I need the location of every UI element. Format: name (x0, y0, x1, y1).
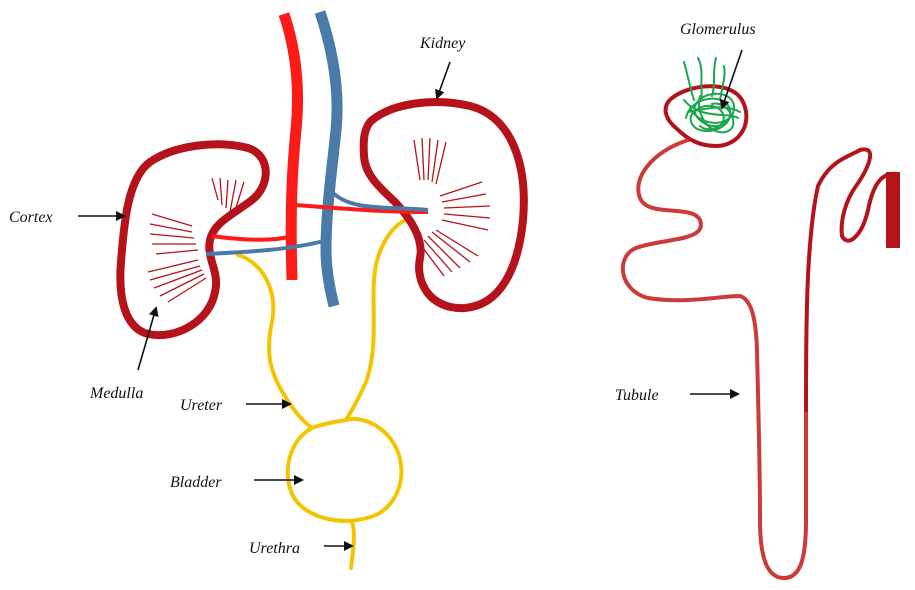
kidney-arrow (437, 62, 450, 98)
urethra-label: Urethra (249, 540, 300, 557)
urethra (351, 522, 354, 568)
glomerulus-label: Glomerulus (680, 21, 756, 38)
bladder (288, 419, 402, 521)
aorta (284, 14, 298, 280)
glomerulus-capillaries (684, 58, 740, 132)
left-ureter (238, 255, 312, 428)
tubule-label: Tubule (615, 387, 659, 404)
collecting-duct-terminus (886, 172, 900, 248)
bladder-label: Bladder (170, 474, 222, 491)
vena-cava (320, 12, 337, 306)
medulla-label: Medulla (89, 385, 143, 402)
blood-vessels (206, 12, 428, 306)
ureter-label: Ureter (180, 397, 223, 414)
cortex-label: Cortex (9, 209, 53, 226)
left-renal-artery (212, 236, 294, 240)
nephron (623, 58, 900, 578)
collecting-duct (806, 149, 898, 410)
right-kidney-outline (364, 102, 524, 308)
right-medulla-lines (414, 138, 490, 276)
right-ureter (346, 218, 410, 420)
medulla-arrow (138, 308, 156, 370)
kidney-label: Kidney (419, 35, 466, 52)
right-kidney (364, 102, 524, 308)
tubule (623, 140, 806, 578)
left-renal-vein (206, 240, 328, 254)
